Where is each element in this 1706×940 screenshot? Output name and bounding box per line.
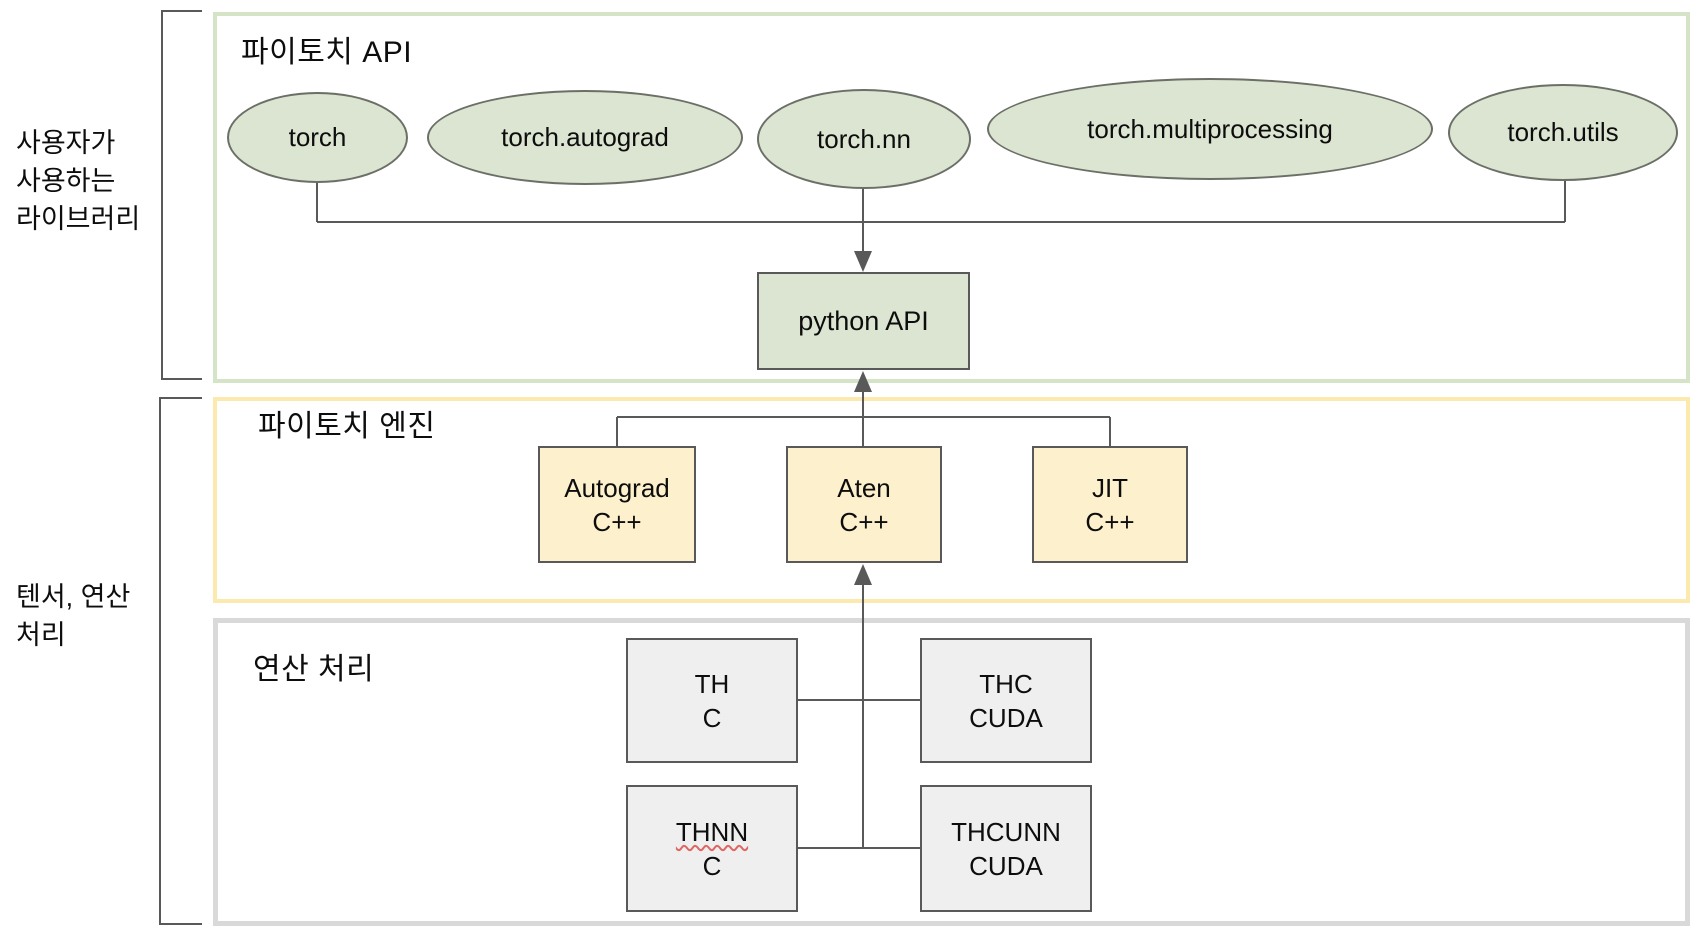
node-aten-cpp-name: Aten (837, 472, 891, 503)
node-torch-nn-label: torch.nn (817, 123, 911, 154)
api-section-title: 파이토치 API (241, 36, 413, 69)
node-torch-nn: torch.nn (757, 89, 971, 189)
node-torch-multiprocessing-label: torch.multiprocessing (1087, 113, 1333, 144)
side-label-tensor-compute-line2: 처리 (16, 620, 66, 650)
node-autograd-cpp-name: Autograd (564, 472, 670, 503)
node-autograd-cpp-lang: C++ (592, 506, 642, 537)
side-label-user-libraries-line3: 라이브러리 (16, 204, 141, 234)
node-torch-label: torch (288, 122, 347, 152)
side-label-user-libraries: 사용자가 사용하는 라이브러리 (16, 124, 140, 238)
node-aten-cpp-lang: C++ (839, 506, 889, 537)
node-th-name: TH (694, 668, 730, 699)
node-jit-cpp-name: JIT (1091, 472, 1129, 503)
node-thcunn-name: THCUNN (951, 816, 1061, 847)
node-torch-autograd-label: torch.autograd (501, 122, 669, 152)
side-label-user-libraries-line2: 사용하는 (16, 166, 116, 196)
node-torch-utils: torch.utils (1448, 84, 1678, 181)
side-label-tensor-compute-line1: 텐서, 연산 (16, 582, 131, 612)
node-thc-name: THC (979, 668, 1033, 699)
node-thc: THC CUDA (920, 638, 1092, 763)
node-torch-autograd: torch.autograd (427, 90, 743, 185)
node-torch-multiprocessing: torch.multiprocessing (987, 78, 1433, 180)
node-python-api: python API (757, 272, 970, 370)
node-thnn-name: THNN (675, 816, 749, 847)
node-th-lang: C (702, 702, 722, 733)
bracket-user-libraries (161, 10, 202, 380)
node-torch-utils-label: torch.utils (1507, 117, 1619, 147)
bracket-tensor-compute (159, 397, 202, 925)
node-torch: torch (227, 92, 408, 183)
compute-section-title: 연산 처리 (253, 653, 375, 686)
node-autograd-cpp: Autograd C++ (538, 446, 696, 563)
side-label-user-libraries-line1: 사용자가 (16, 128, 116, 158)
side-label-tensor-compute: 텐서, 연산 처리 (16, 578, 130, 654)
node-jit-cpp-lang: C++ (1085, 506, 1135, 537)
node-thnn-lang: C (702, 850, 722, 881)
node-th: TH C (626, 638, 798, 763)
node-aten-cpp: Aten C++ (786, 446, 942, 563)
node-thnn: THNN C (626, 785, 798, 912)
node-thcunn: THCUNN CUDA (920, 785, 1092, 912)
node-thcunn-lang: CUDA (969, 850, 1043, 881)
node-jit-cpp: JIT C++ (1032, 446, 1188, 563)
engine-section-title: 파이토치 엔진 (258, 410, 436, 443)
node-python-api-label: python API (798, 306, 929, 336)
node-thc-lang: CUDA (969, 702, 1043, 733)
